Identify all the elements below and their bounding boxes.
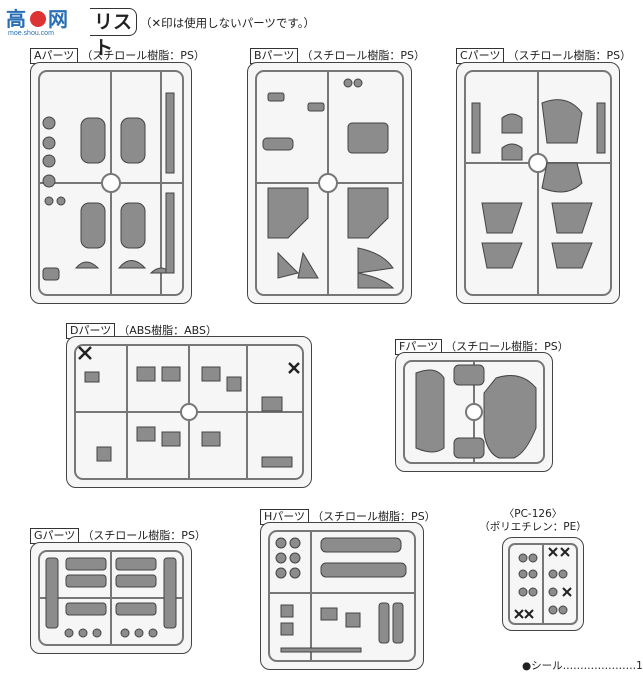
section-label-c: Cパーツ（スチロール樹脂：PS） [456,47,631,64]
page-note: （✕印は使用しないパーツです。） [140,16,316,30]
page-header: 高 网 moe.shou.com リスト （✕印は使用しないパーツです。） [0,0,635,59]
section-label-b: Bパーツ（スチロール樹脂：PS） [250,47,425,64]
runner-h [260,522,424,670]
runner-pc126 [502,537,584,631]
section-label-pe: 〈PC-126〉 （ポリエチレン：PE） [479,508,587,533]
site-logo: 高 网 moe.shou.com [2,4,112,37]
svg-text:moe.shou.com: moe.shou.com [8,30,54,37]
svg-text:高: 高 [6,7,26,31]
runner-f [395,352,553,472]
section-label-h: Hパーツ（スチロール樹脂：PS） [260,508,436,525]
seal-count: ●シール…………………1 [522,660,643,672]
runner-g [30,542,192,654]
svg-text:网: 网 [48,9,68,31]
runner-b [247,62,412,304]
runner-c [456,62,620,304]
runner-a [30,62,192,304]
runner-d [66,336,312,488]
page-title: リスト [90,8,137,59]
